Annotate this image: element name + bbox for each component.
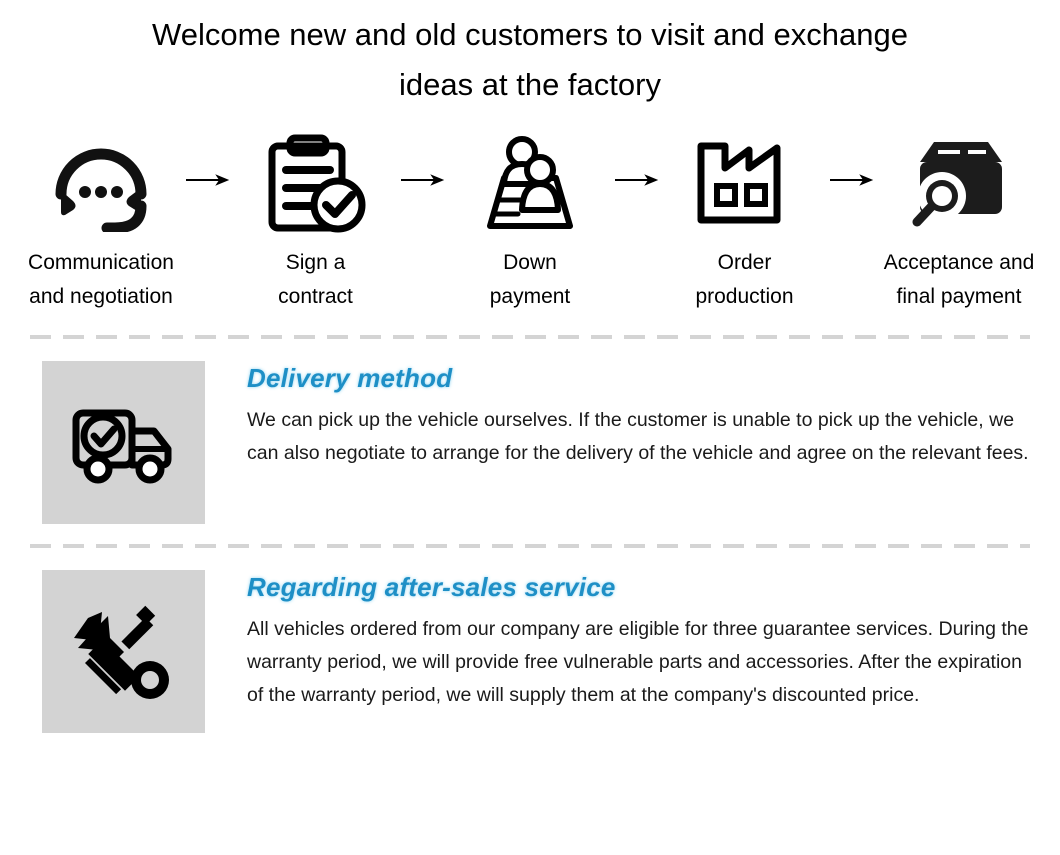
arrow-right-icon	[186, 134, 231, 192]
box-inspection-icon	[904, 134, 1014, 234]
wrench-screwdriver-icon	[42, 570, 205, 733]
factory-icon	[693, 134, 797, 234]
process-step-down-payment: Down payment	[445, 134, 615, 314]
process-step-label: Order production	[695, 251, 794, 308]
clipboard-check-icon	[264, 134, 368, 234]
info-heading: Delivery method	[247, 363, 453, 393]
arrow-right-icon	[829, 134, 875, 192]
section-divider	[30, 544, 1030, 548]
process-step-label: Sign a contract	[278, 251, 353, 308]
process-step-acceptance: Acceptance and final payment	[874, 134, 1044, 314]
info-section-delivery: Delivery method We can pick up the vehic…	[0, 339, 1060, 544]
info-body-delivery: Delivery method We can pick up the vehic…	[205, 361, 1030, 470]
delivery-truck-icon	[42, 361, 205, 524]
process-step-communication: Communication and negotiation	[16, 134, 186, 314]
info-body-after-sales: Regarding after-sales service All vehicl…	[205, 570, 1030, 712]
people-counter-icon	[478, 134, 582, 234]
process-step-label: Communication and negotiation	[28, 251, 174, 308]
section-divider	[30, 335, 1030, 339]
info-section-after-sales: Regarding after-sales service All vehicl…	[0, 548, 1060, 753]
process-step-label: Acceptance and final payment	[883, 251, 1035, 308]
page-title-line-2: ideas at the factory	[399, 67, 661, 102]
info-heading: Regarding after-sales service	[247, 572, 616, 602]
page-title-line-1: Welcome new and old customers to visit a…	[152, 17, 908, 52]
page-title: Welcome new and old customers to visit a…	[0, 0, 1060, 110]
info-text: We can pick up the vehicle ourselves. If…	[247, 409, 1029, 464]
info-text: All vehicles ordered from our company ar…	[247, 618, 1029, 706]
arrow-right-icon	[615, 134, 660, 192]
headset-icon	[45, 134, 157, 234]
process-step-order-production: Order production	[660, 134, 830, 314]
process-step-label: Down payment	[489, 251, 571, 308]
process-step-sign-contract: Sign a contract	[231, 134, 401, 314]
arrow-right-icon	[400, 134, 446, 192]
process-flow: Communication and negotiation Sign a con…	[0, 110, 1060, 335]
